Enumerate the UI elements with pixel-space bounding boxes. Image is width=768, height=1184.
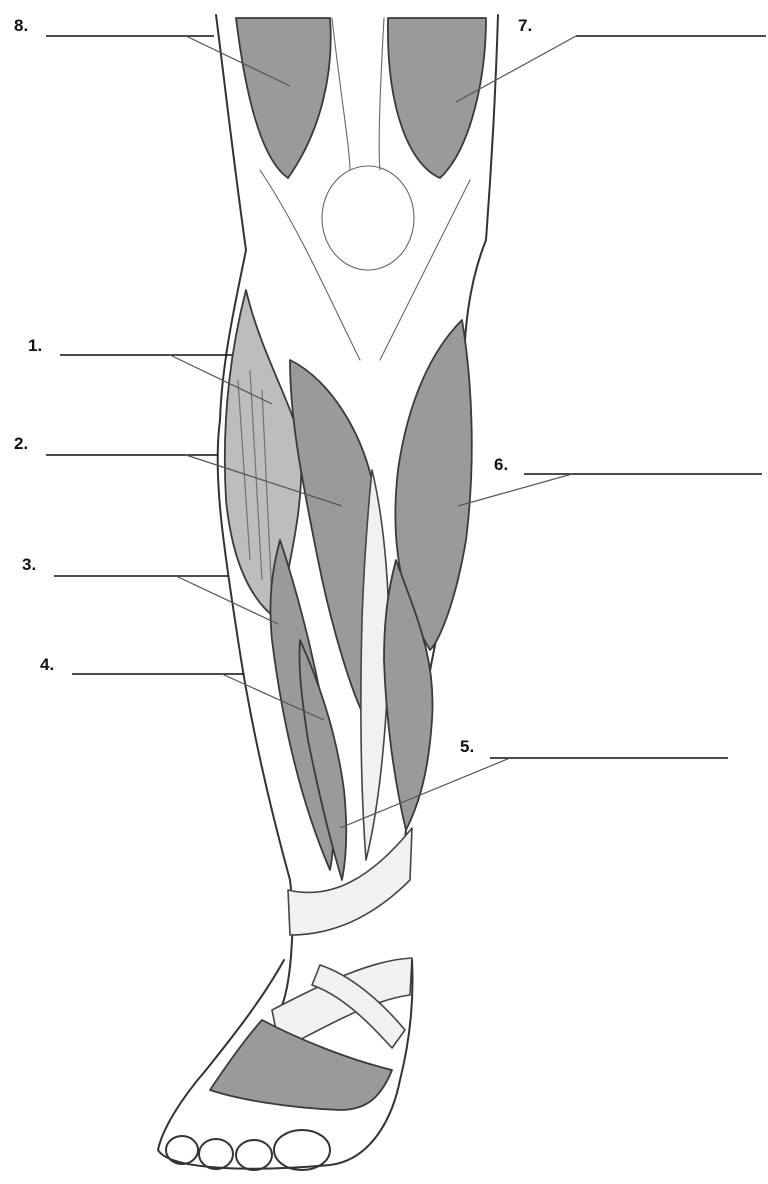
superior-extensor-retinaculum: [288, 828, 412, 935]
label-number-1: 1.: [28, 336, 42, 355]
leg-illustration: [158, 15, 498, 1170]
toe-1: [166, 1136, 198, 1164]
label-number-2: 2.: [14, 434, 28, 453]
label-number-8: 8.: [14, 16, 28, 35]
vastus-lateralis-muscle: [236, 18, 331, 178]
label-7: 7.: [456, 16, 766, 102]
label-6: 6.: [458, 455, 762, 506]
label-number-4: 4.: [40, 655, 54, 674]
label-number-5: 5.: [460, 737, 474, 756]
toe-3: [236, 1140, 272, 1170]
label-number-7: 7.: [518, 16, 532, 35]
label-number-3: 3.: [22, 555, 36, 574]
vastus-medialis-muscle: [388, 18, 486, 178]
toe-4: [274, 1130, 330, 1170]
label-number-6: 6.: [494, 455, 508, 474]
toe-2: [199, 1139, 233, 1169]
patella: [322, 166, 414, 270]
leader-line-6: [458, 474, 572, 506]
